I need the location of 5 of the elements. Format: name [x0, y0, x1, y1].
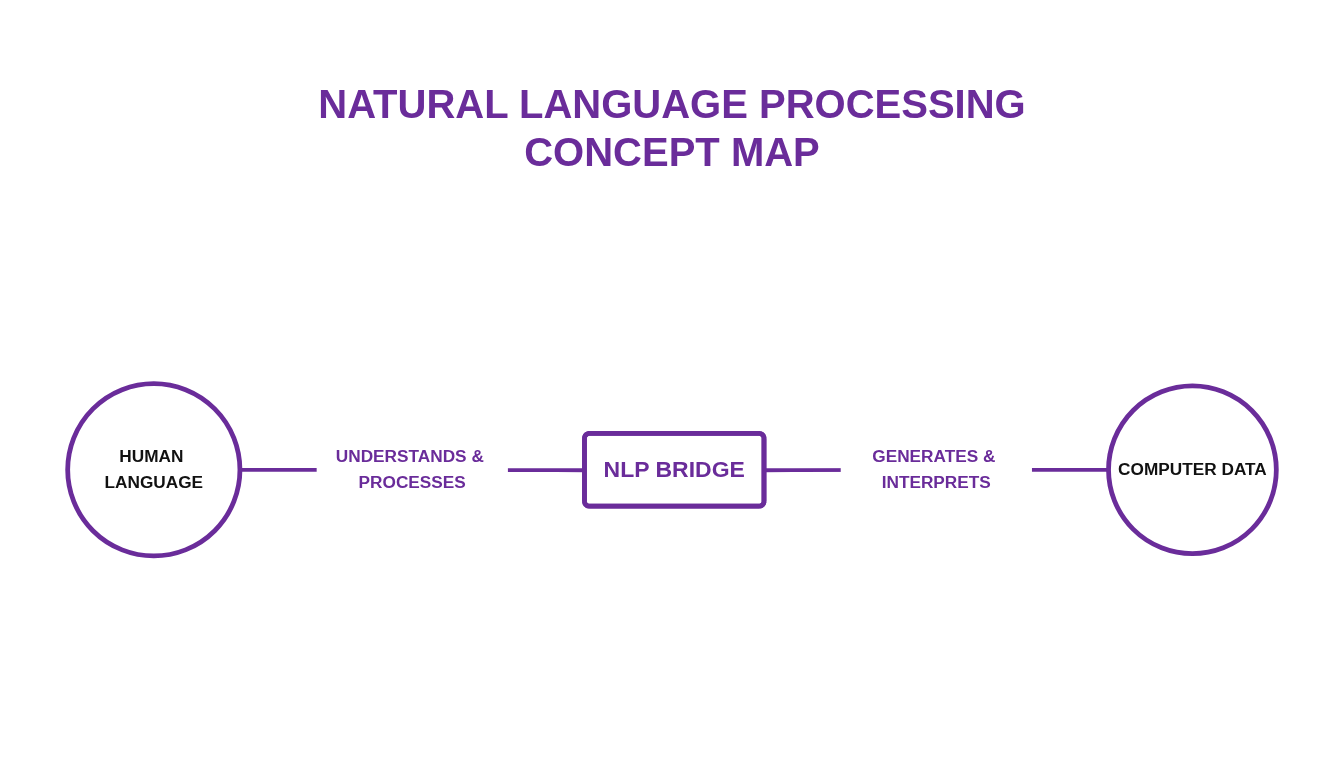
node-circle: COMPUTER DATA — [1106, 383, 1279, 557]
node-circle: HUMAN LANGUAGE — [65, 381, 243, 559]
diagram-title: NATURAL LANGUAGE PROCESSING CONCEPT MAP — [317, 81, 1027, 176]
edge-label: UNDERSTANDS & PROCESSES — [335, 447, 484, 492]
edge-label: GENERATES & INTERPRETS — [872, 447, 996, 492]
